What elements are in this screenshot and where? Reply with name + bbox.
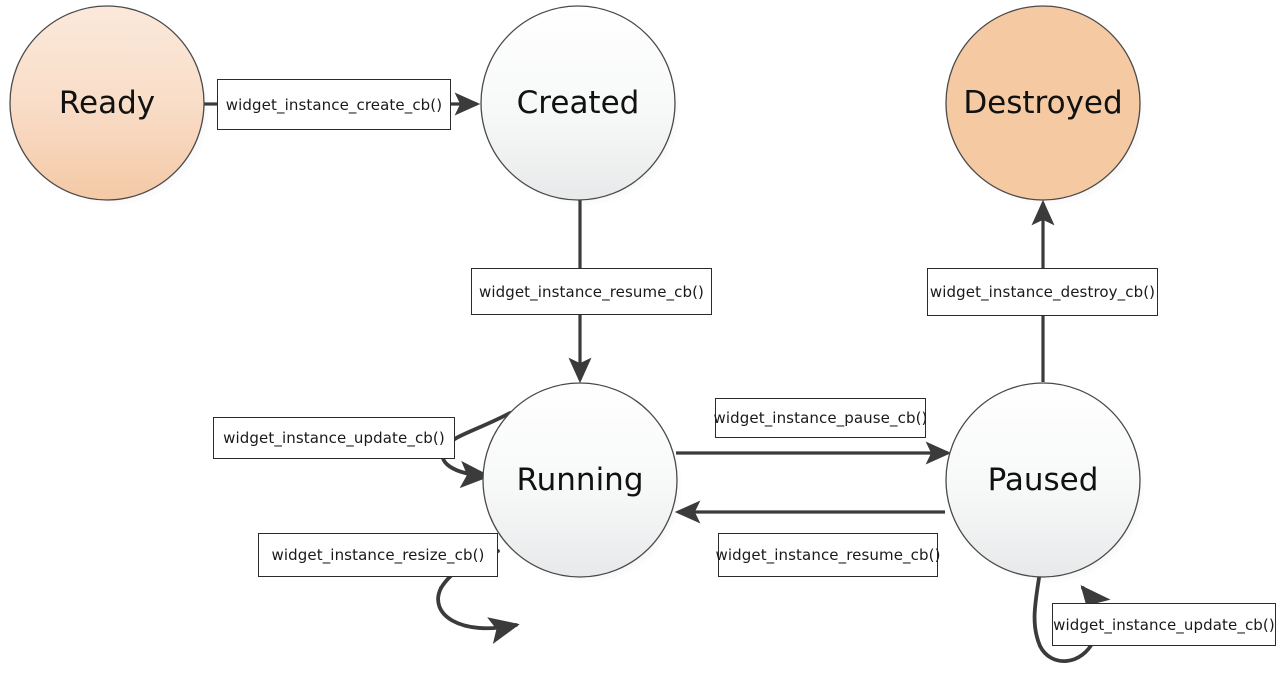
edge-label-running-resize: widget_instance_resize_cb() <box>258 533 498 577</box>
state-node-running[interactable] <box>482 382 678 578</box>
edge-label-created-resume: widget_instance_resume_cb() <box>471 268 712 315</box>
edge-label-running-update: widget_instance_update_cb() <box>213 417 455 459</box>
edge-label-paused-update: widget_instance_update_cb() <box>1052 603 1276 646</box>
state-node-ready[interactable] <box>9 5 205 201</box>
edge-label-create: widget_instance_create_cb() <box>217 79 451 130</box>
edge-label-paused-resume: widget_instance_resume_cb() <box>715 533 940 577</box>
state-node-paused[interactable] <box>945 382 1141 578</box>
state-node-destroyed[interactable] <box>945 5 1141 201</box>
edge-label-pause: widget_instance_pause_cb() <box>714 398 927 438</box>
edge-label-destroy: widget_instance_destroy_cb() <box>927 268 1158 316</box>
state-node-created[interactable] <box>480 5 676 201</box>
